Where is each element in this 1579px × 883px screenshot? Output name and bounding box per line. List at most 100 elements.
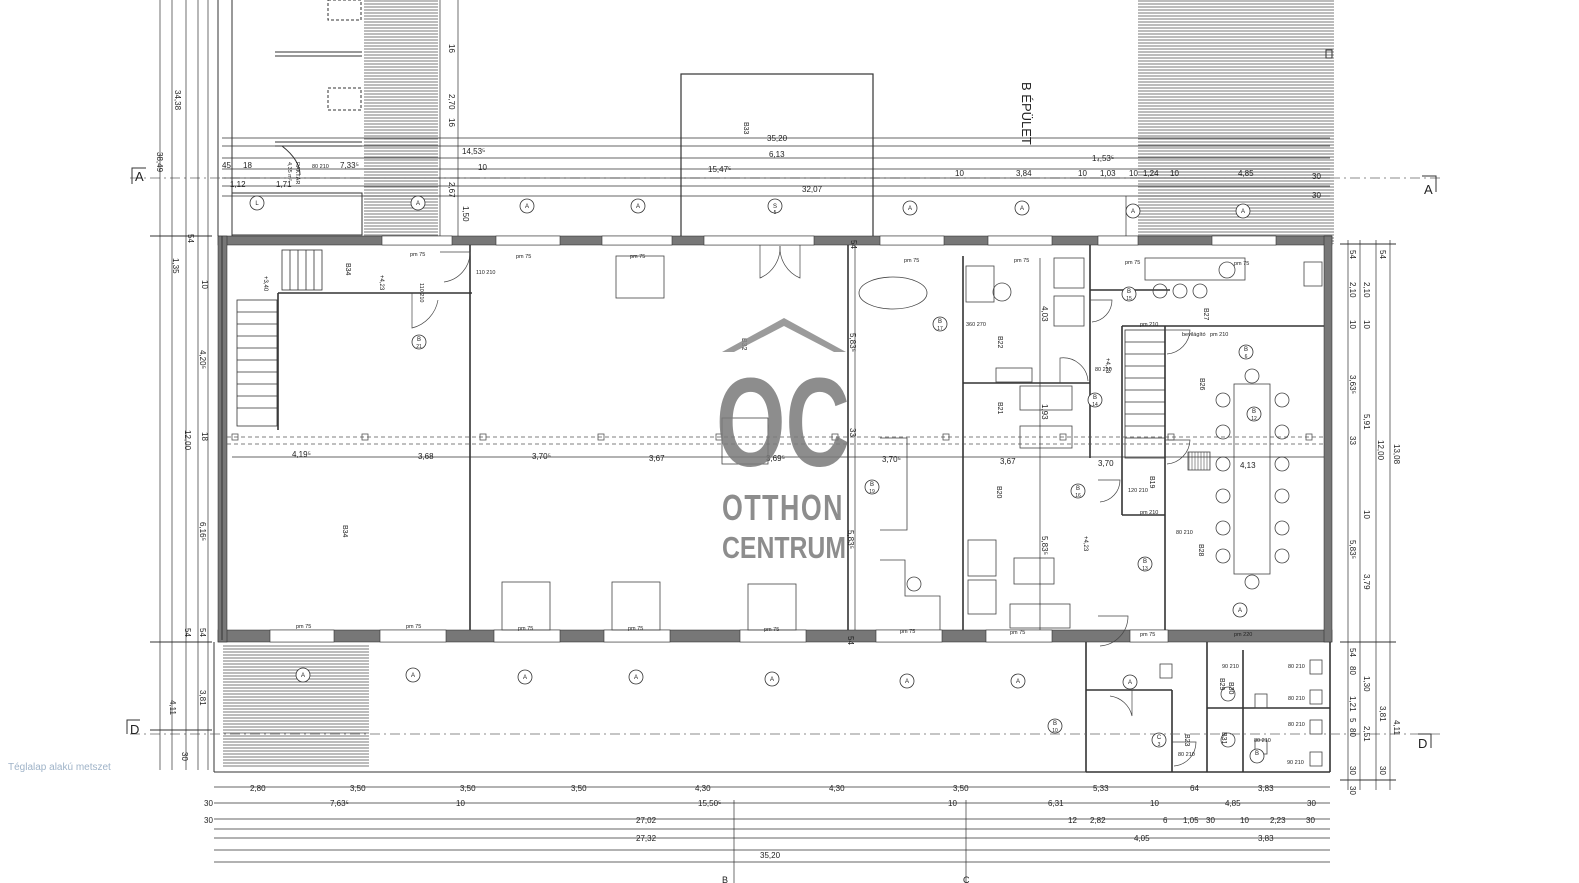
window-tag-13: pm 75 <box>900 629 915 635</box>
right-dim-24: 2,51 <box>1362 726 1371 742</box>
room-label-b21: B21 <box>996 402 1003 415</box>
door-tag-6: 80 210 <box>1176 530 1193 536</box>
hatched-area-top-right <box>1138 0 1334 244</box>
bottom-dim-r1-0: 2,80 <box>250 784 266 793</box>
bottom-dim-r3-2: 12 <box>1068 816 1077 825</box>
bottom-dim-r3-1: 27,02 <box>636 816 657 825</box>
right-dim-4: 33 <box>1348 436 1357 445</box>
watermark-roof-icon <box>722 318 846 352</box>
marker-letter-l: L <box>255 201 259 207</box>
marker-letter-a3: A <box>636 204 640 210</box>
window-tags: pm 75 pm 75 pm 75 pm 75 pm 75 pm 75 pm 7… <box>296 252 1252 638</box>
dim-45: 45 <box>222 161 231 170</box>
dim-1-12: 1,12 <box>230 180 246 189</box>
bottom-dim-r1-8: 64 <box>1190 784 1199 793</box>
door-tags: 110 210 110 210 360 270 80 210 120 210 8… <box>312 164 1305 766</box>
marker-letter-a9: A <box>411 673 415 679</box>
window-tag-12: pm 75 <box>764 627 779 633</box>
right-dim-22: 4,11 <box>1392 720 1401 736</box>
section-mark-d-left: D <box>130 722 139 737</box>
marker-letters: L A A A S A A A A A A A A A A A A A B B … <box>255 201 1259 757</box>
dim-3-84: 3,84 <box>1016 169 1032 178</box>
right-dim-2: 10 <box>1348 320 1357 329</box>
marker-letter-c1: C <box>1157 735 1162 741</box>
right-dimensions: 542,10103,63⁵335,91105,83⁵3,79541,30801,… <box>1348 250 1401 795</box>
dim-30-a: 30 <box>1312 172 1321 181</box>
left-dim-1: 38,49 <box>155 152 164 173</box>
left-dim-12: 30 <box>180 752 189 761</box>
right-dim-23: 30 <box>1378 766 1387 775</box>
marker-number-12: 12 <box>1251 416 1257 422</box>
section-mark-d-right: D <box>1418 736 1427 751</box>
bottom-dim-r3-4: 6 <box>1163 816 1168 825</box>
dim-10-e: 10 <box>1170 169 1179 178</box>
level-mark-3: +4,23 <box>1082 536 1088 552</box>
vdim-7: 54 <box>849 240 858 249</box>
vdim-2: 33 <box>848 428 857 437</box>
left-dim-8: 6,16⁵ <box>198 522 207 541</box>
image-caption: Téglalap alakú metszet <box>8 762 111 773</box>
dim-10-c: 10 <box>1078 169 1087 178</box>
marker-letter-a2: A <box>525 204 529 210</box>
left-dim-4: 10 <box>200 280 209 289</box>
section-mark-bottom-right: C <box>963 875 970 883</box>
marker-number-5: 5 <box>774 210 777 216</box>
doors <box>411 245 1197 767</box>
marker-letter-a16: A <box>1238 608 1242 614</box>
building-label: B ÉPÜLET <box>1019 82 1034 145</box>
bottom-dim-r1-4: 4,30 <box>695 784 711 793</box>
room-label-b30: B30 <box>1227 682 1234 695</box>
marker-number-17: 17 <box>937 326 943 332</box>
marker-number-15: 15 <box>1126 296 1132 302</box>
right-dim-18: 54 <box>1378 250 1387 259</box>
window-tag-2: pm 75 <box>516 254 531 260</box>
window-tag-4: pm 75 <box>904 258 919 264</box>
watermark-letters: OC <box>716 352 850 493</box>
marker-letter-b5: B <box>1252 409 1256 415</box>
idim-6: 3,70⁵ <box>882 455 901 464</box>
stairs-right <box>1124 329 1166 459</box>
bottom-dim-r2-2: 10 <box>456 799 465 808</box>
idim-5: 3,69⁵ <box>766 454 785 463</box>
bottom-dim-r2-6: 10 <box>1150 799 1159 808</box>
furniture <box>501 255 1323 767</box>
vdim-8: 54 <box>846 636 855 645</box>
door-tag-3: 360 270 <box>966 322 986 328</box>
bottom-dim-r3-8: 2,23 <box>1270 816 1286 825</box>
bottom-dim-r1-9: 3,83 <box>1258 784 1274 793</box>
hatched-stair-top-left <box>364 0 438 236</box>
room-label-b34-top: B34 <box>344 263 351 276</box>
room-label-b22: B22 <box>996 336 1003 349</box>
idim-9: 4,13 <box>1240 461 1256 470</box>
bottom-dim-r3-9: 30 <box>1306 816 1315 825</box>
right-dim-8: 3,79 <box>1362 574 1371 590</box>
note-bevilagito: bevilágító <box>1182 332 1206 338</box>
vdim-6: 5,83⁵ <box>1040 536 1049 555</box>
right-dim-15: 30 <box>1348 766 1357 775</box>
idim-8: 3,70 <box>1098 459 1114 468</box>
right-dim-9: 54 <box>1348 648 1357 657</box>
dim-10-b: 10 <box>955 169 964 178</box>
dimension-lines <box>159 0 1391 883</box>
window-tag-6: pm 75 <box>1125 260 1140 266</box>
bottom-dim-r1-2: 3,50 <box>460 784 476 793</box>
bottom-dim-r1-3: 3,50 <box>571 784 587 793</box>
level-mark-1: +4,23 <box>378 275 384 291</box>
right-dim-20: 10 <box>1362 320 1371 329</box>
window-tag-17: pm 210 <box>1140 322 1158 328</box>
bottom-dim-r2-0: 30 <box>204 799 213 808</box>
marker-letter-b7: B <box>1076 486 1080 492</box>
marker-number-21: 21 <box>416 344 422 350</box>
vdim-4: 4,03 <box>1040 306 1049 322</box>
door-tag-11: 90 210 <box>1287 760 1304 766</box>
marker-letter-a1: A <box>416 201 420 207</box>
room-label-b29: B29 <box>1218 678 1225 691</box>
otthon-centrum-watermark: OC OTTHON CENTRUM <box>716 318 850 565</box>
window-tag-8: pm 75 <box>296 624 311 630</box>
door-tag-5: 120 210 <box>1128 488 1148 494</box>
right-dim-17: 12,00 <box>1376 440 1385 461</box>
idim-2: 3,68 <box>418 452 434 461</box>
room-label-b31: B31 <box>1220 732 1227 745</box>
top-dimensions: 35,20 6,13 14,53⁵ 15,47⁵ 32,07 45 18 7,3… <box>222 134 1321 200</box>
